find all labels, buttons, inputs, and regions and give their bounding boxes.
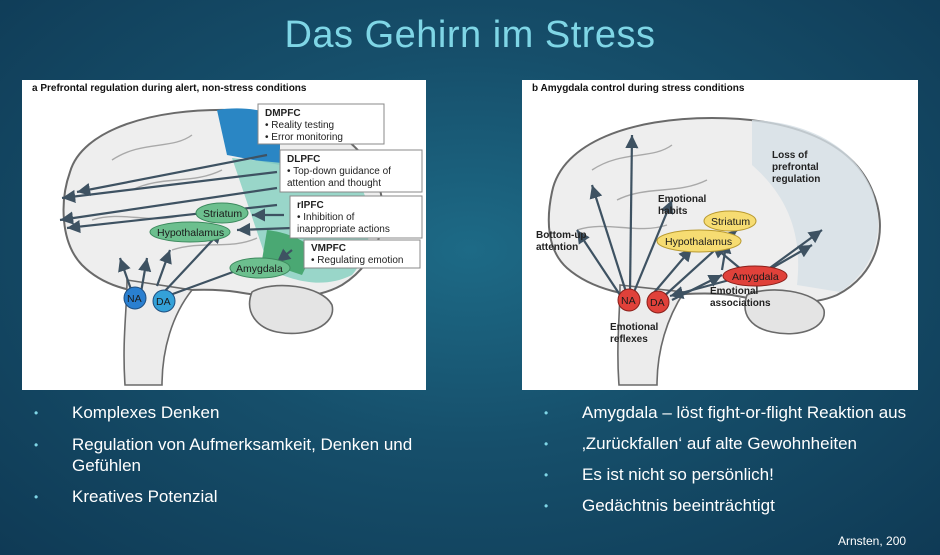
- bullet-dot-icon: •: [544, 437, 549, 451]
- box-vmpfc-title: VMPFC: [311, 243, 346, 254]
- bullet-dot-icon: •: [34, 438, 39, 452]
- figure-panel-b: Loss of prefrontal regulation Emotional …: [522, 80, 918, 390]
- bullet-text: Amygdala – löst fight-or-flight Reaktion…: [582, 403, 907, 422]
- bottomup-label-line2: attention: [536, 242, 578, 253]
- habits-label-line2: habits: [658, 206, 688, 217]
- box-dlpfc: [279, 149, 423, 193]
- list-item: • Komplexes Denken: [34, 402, 452, 423]
- na-nucleus-b: [617, 288, 641, 312]
- hypothalamus-label-a: Hypothalamus: [157, 227, 224, 239]
- list-item: • Regulation von Aufmerksamkeit, Denken u…: [34, 434, 452, 476]
- bottomup-label-line1: Bottom-up: [536, 230, 587, 241]
- box-dmpfc-line1: • Reality testing: [265, 120, 334, 131]
- bullet-dot-icon: •: [544, 499, 549, 513]
- striatum-oval-b: [703, 210, 757, 232]
- striatum-oval-a: [195, 202, 249, 224]
- na-nucleus-a: [123, 286, 147, 310]
- list-item: • Gedächtnis beeinträchtigt: [544, 495, 932, 516]
- bullet-text: ‚Zurückfallen‘ auf alte Gewohnheiten: [582, 434, 857, 453]
- list-item: • ‚Zurückfallen‘ auf alte Gewohnheiten: [544, 433, 932, 454]
- amygdala-oval-a: [229, 257, 291, 279]
- amygdala-label-a: Amygdala: [236, 263, 283, 275]
- box-dlpfc-line1: • Top-down guidance of: [287, 166, 391, 177]
- amygdala-oval-b: [722, 265, 788, 287]
- box-dlpfc-line2: attention and thought: [287, 178, 381, 189]
- bullet-text: Es ist nicht so persönlich!: [582, 465, 774, 484]
- cerebellum-a: [248, 284, 334, 335]
- brain-diagram-b: Loss of prefrontal regulation Emotional …: [536, 116, 881, 386]
- da-label-b: DA: [650, 297, 665, 309]
- associations-label-line1: Emotional: [710, 286, 759, 297]
- box-ripfc-title: rIPFC: [297, 200, 324, 211]
- box-ripfc: [289, 195, 423, 239]
- brain-diagram-a: DMPFC • Reality testing • Error monitori…: [59, 103, 423, 386]
- da-nucleus-a: [152, 289, 176, 313]
- da-label-a: DA: [156, 296, 171, 308]
- bullet-list-right: • Amygdala – löst fight-or-flight Reaktio…: [544, 402, 932, 526]
- list-item: • Es ist nicht so persönlich!: [544, 464, 932, 485]
- loss-label-line3: regulation: [772, 174, 820, 185]
- box-dmpfc-line2: • Error monitoring: [265, 132, 343, 143]
- bullet-dot-icon: •: [544, 468, 549, 482]
- striatum-label-b: Striatum: [711, 216, 750, 228]
- figure-panel-a: DMPFC • Reality testing • Error monitori…: [22, 80, 426, 390]
- box-ripfc-line2: inappropriate actions: [297, 224, 390, 235]
- associations-label-line2: associations: [710, 298, 771, 309]
- bullet-dot-icon: •: [544, 406, 549, 420]
- na-label-a: NA: [127, 293, 142, 305]
- bullet-dot-icon: •: [34, 490, 39, 504]
- reflexes-label-line2: reflexes: [610, 334, 648, 345]
- bullet-text: Regulation von Aufmerksamkeit, Denken un…: [72, 435, 413, 475]
- panel-a-heading: a Prefrontal regulation during alert, no…: [32, 83, 307, 94]
- box-dlpfc-title: DLPFC: [287, 154, 320, 165]
- box-vmpfc: [303, 239, 421, 269]
- loss-label-line1: Loss of: [772, 150, 808, 161]
- habits-label-line1: Emotional: [658, 194, 707, 205]
- bullet-text: Gedächtnis beeinträchtigt: [582, 496, 775, 515]
- loss-label-line2: prefrontal: [772, 162, 819, 173]
- na-label-b: NA: [621, 295, 636, 307]
- bullet-text: Komplexes Denken: [72, 403, 220, 422]
- box-dmpfc: [257, 103, 385, 145]
- slide-title: Das Gehirn im Stress: [284, 14, 656, 56]
- da-nucleus-b: [646, 290, 670, 314]
- list-item: • Kreatives Potenzial: [34, 486, 452, 507]
- box-dmpfc-title: DMPFC: [265, 108, 301, 119]
- striatum-label-a: Striatum: [203, 208, 242, 220]
- box-ripfc-line1: • Inhibition of: [297, 212, 355, 223]
- box-vmpfc-line1: • Regulating emotion: [311, 255, 403, 266]
- hypothalamus-label-b: Hypothalamus: [665, 236, 732, 248]
- bullet-dot-icon: •: [34, 406, 39, 420]
- list-item: • Amygdala – löst fight-or-flight Reaktio…: [544, 402, 932, 423]
- amygdala-label-b: Amygdala: [732, 271, 779, 283]
- bullet-list-left: • Komplexes Denken • Regulation von Aufmer…: [34, 402, 452, 517]
- hypothalamus-oval-b: [656, 229, 742, 253]
- hypothalamus-oval-a: [149, 221, 231, 243]
- reflexes-label-line1: Emotional: [610, 322, 659, 333]
- cerebellum-b: [744, 289, 825, 335]
- source-credit: Arnsten, 200: [838, 534, 907, 548]
- panel-b-heading: b Amygdala control during stress conditi…: [532, 83, 745, 94]
- pfc-faded-region: [752, 120, 879, 292]
- bullet-text: Kreatives Potenzial: [72, 487, 218, 506]
